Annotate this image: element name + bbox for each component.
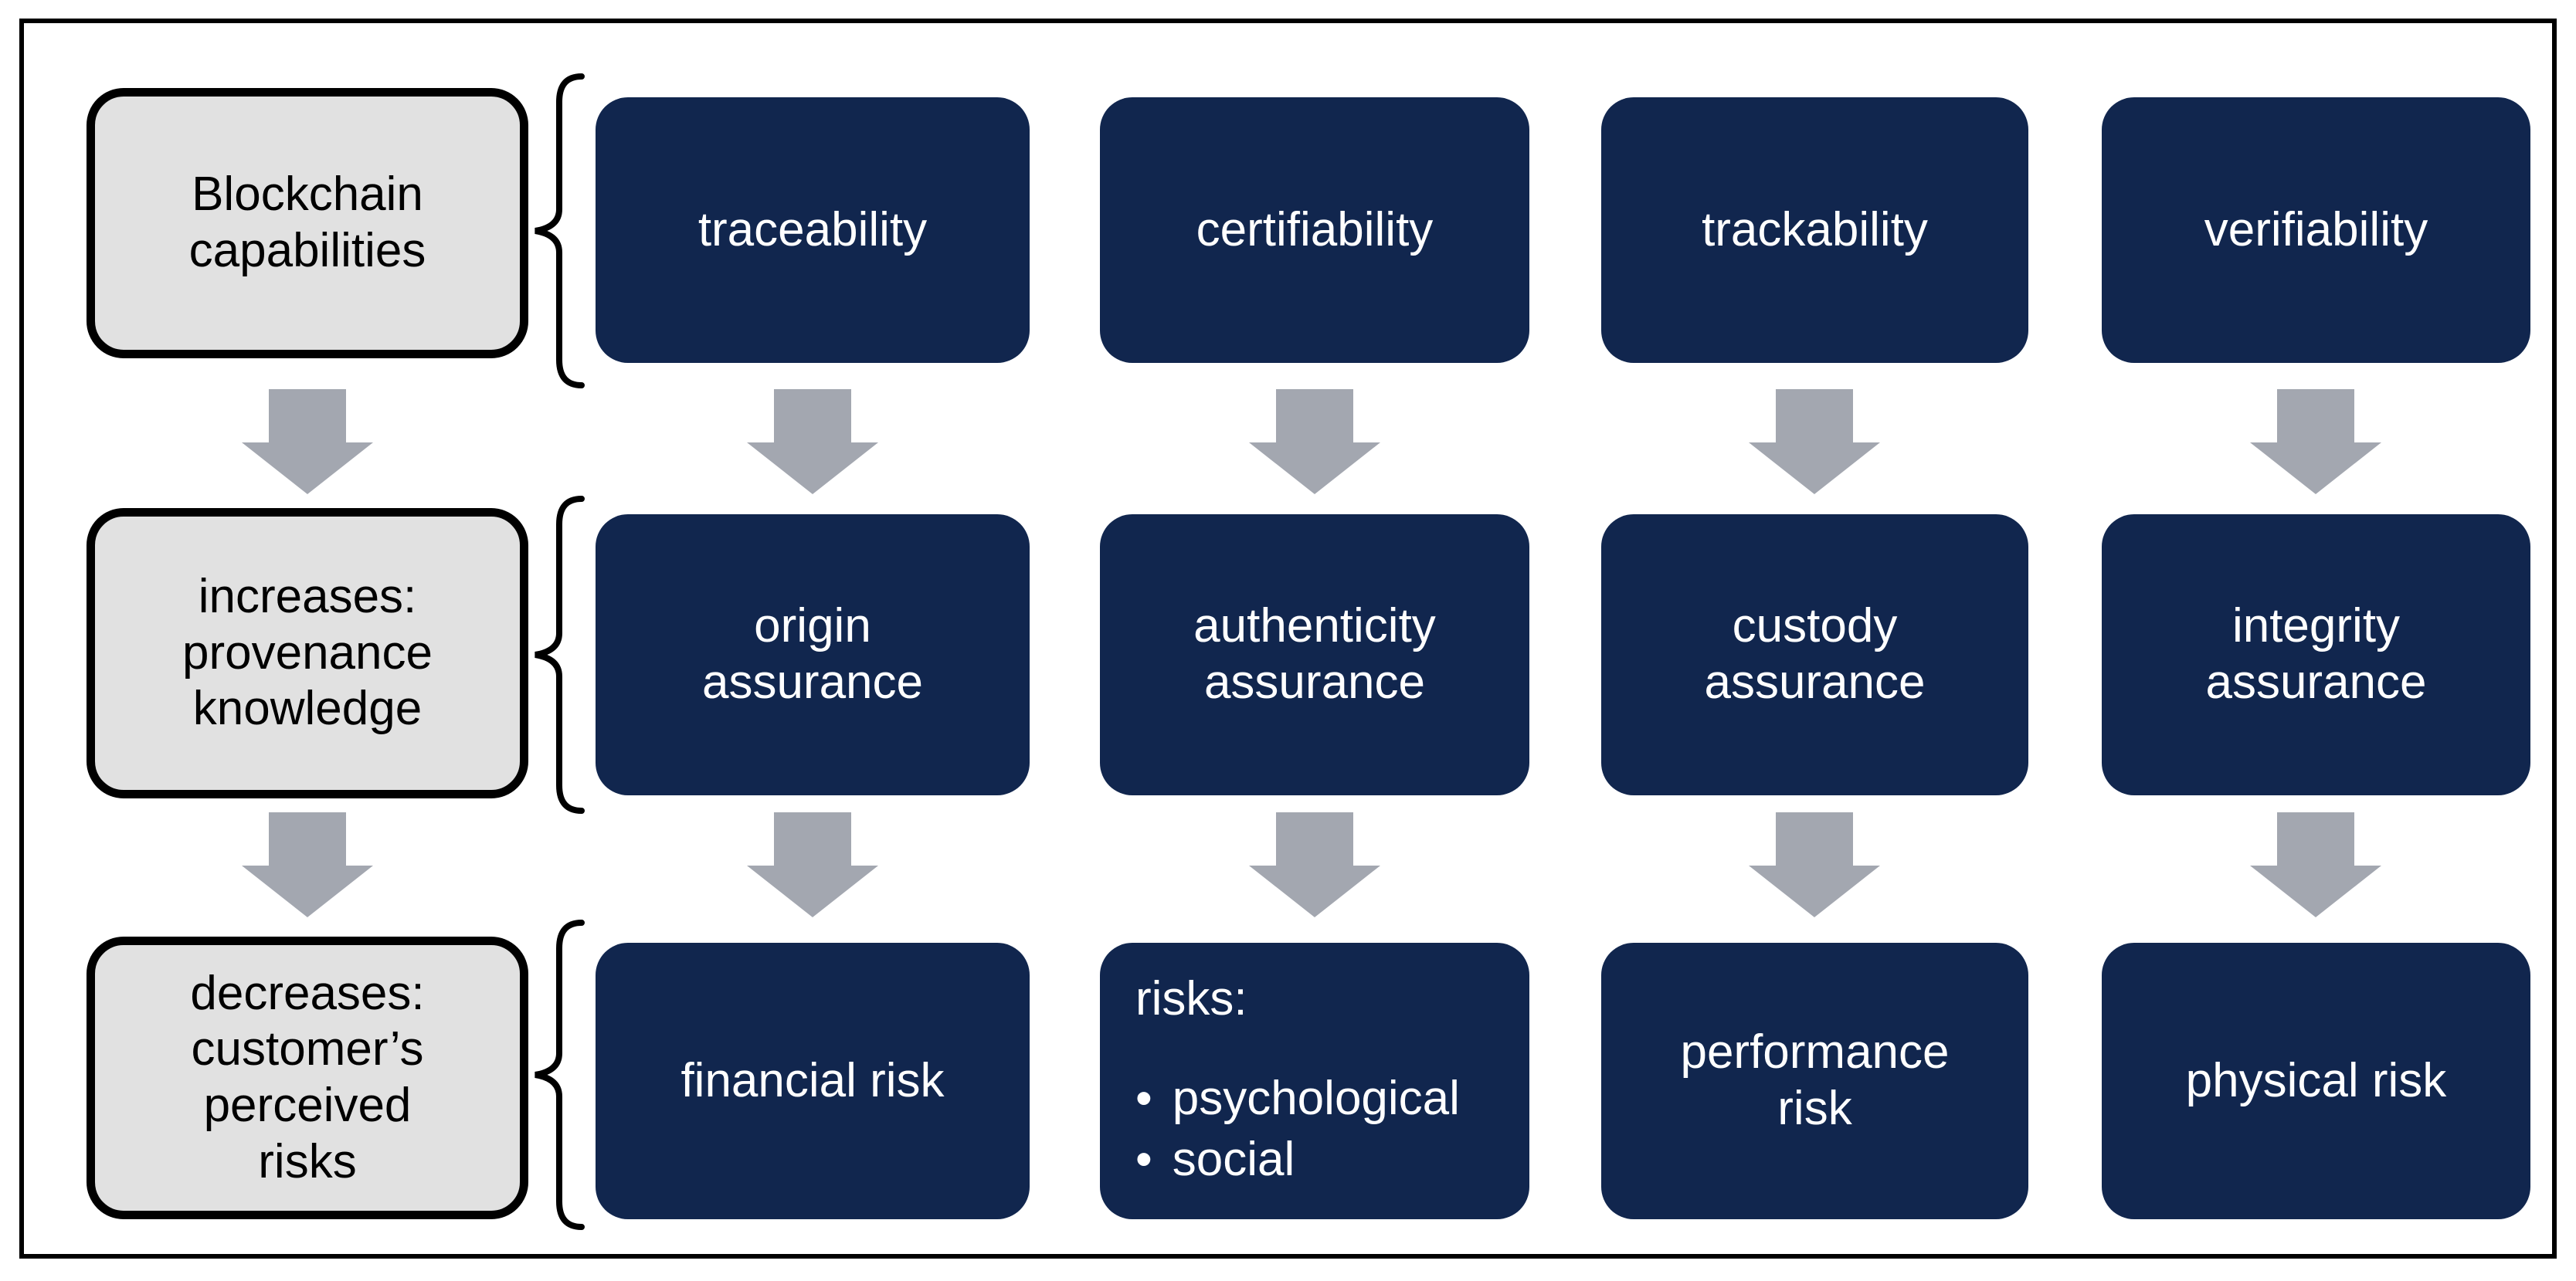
risk-type-label: psychological: [1172, 1071, 1460, 1125]
assurance-label: integrity assurance: [2205, 599, 2427, 709]
capability-box-traceability: traceability: [596, 97, 1030, 363]
down-arrow-icon: [747, 389, 878, 494]
bullet-icon: •: [1135, 1133, 1152, 1187]
risk-label: physical risk: [2185, 1053, 2447, 1107]
down-arrow-icon: [2250, 389, 2381, 494]
down-arrow-icon: [242, 389, 373, 494]
risk-box-physical: physical risk: [2102, 943, 2530, 1219]
assurance-label: origin assurance: [701, 599, 924, 709]
risk-box-types: risks: • psychological • social: [1100, 943, 1529, 1219]
down-arrow-icon: [1249, 389, 1380, 494]
capability-label: verifiability: [2204, 202, 2428, 256]
capability-label: traceability: [697, 202, 928, 256]
increases-provenance-box: increases: provenance knowledge: [87, 508, 528, 798]
risk-box-financial: financial risk: [596, 943, 1030, 1219]
bullet-icon: •: [1135, 1071, 1152, 1125]
assurance-label: authenticity assurance: [1193, 599, 1436, 709]
risk-type-label: social: [1172, 1133, 1295, 1187]
assurance-box-custody: custody assurance: [1601, 514, 2028, 795]
risk-label: financial risk: [680, 1053, 945, 1107]
risk-types-heading: risks:: [1135, 972, 1247, 1026]
assurance-label: custody assurance: [1704, 599, 1926, 709]
assurance-box-origin: origin assurance: [596, 514, 1030, 795]
decreases-risks-box: decreases: customer’s perceived risks: [87, 937, 528, 1219]
down-arrow-icon: [747, 812, 878, 917]
curly-brace-icon: [531, 73, 596, 389]
increases-provenance-label: increases: provenance knowledge: [182, 570, 433, 736]
diagram-frame: Blockchain capabilities increases: prove…: [19, 19, 2557, 1259]
down-arrow-icon: [1249, 812, 1380, 917]
capability-label: trackability: [1702, 202, 1928, 256]
capability-box-certifiability: certifiability: [1100, 97, 1529, 363]
capability-box-trackability: trackability: [1601, 97, 2028, 363]
risk-type-item: • social: [1135, 1129, 1295, 1190]
decreases-risks-label: decreases: customer’s perceived risks: [190, 966, 425, 1188]
blockchain-capabilities-label: Blockchain capabilities: [188, 168, 426, 277]
down-arrow-icon: [1749, 389, 1880, 494]
risk-label: performance risk: [1680, 1025, 1950, 1135]
blockchain-capabilities-box: Blockchain capabilities: [87, 88, 528, 358]
assurance-box-authenticity: authenticity assurance: [1100, 514, 1529, 795]
curly-brace-icon: [531, 495, 596, 815]
curly-brace-icon: [531, 919, 596, 1231]
capability-box-verifiability: verifiability: [2102, 97, 2530, 363]
down-arrow-icon: [242, 812, 373, 917]
assurance-box-integrity: integrity assurance: [2102, 514, 2530, 795]
risk-box-performance: performance risk: [1601, 943, 2028, 1219]
down-arrow-icon: [1749, 812, 1880, 917]
down-arrow-icon: [2250, 812, 2381, 917]
risk-type-item: • psychological: [1135, 1068, 1460, 1129]
capability-label: certifiability: [1196, 202, 1434, 256]
